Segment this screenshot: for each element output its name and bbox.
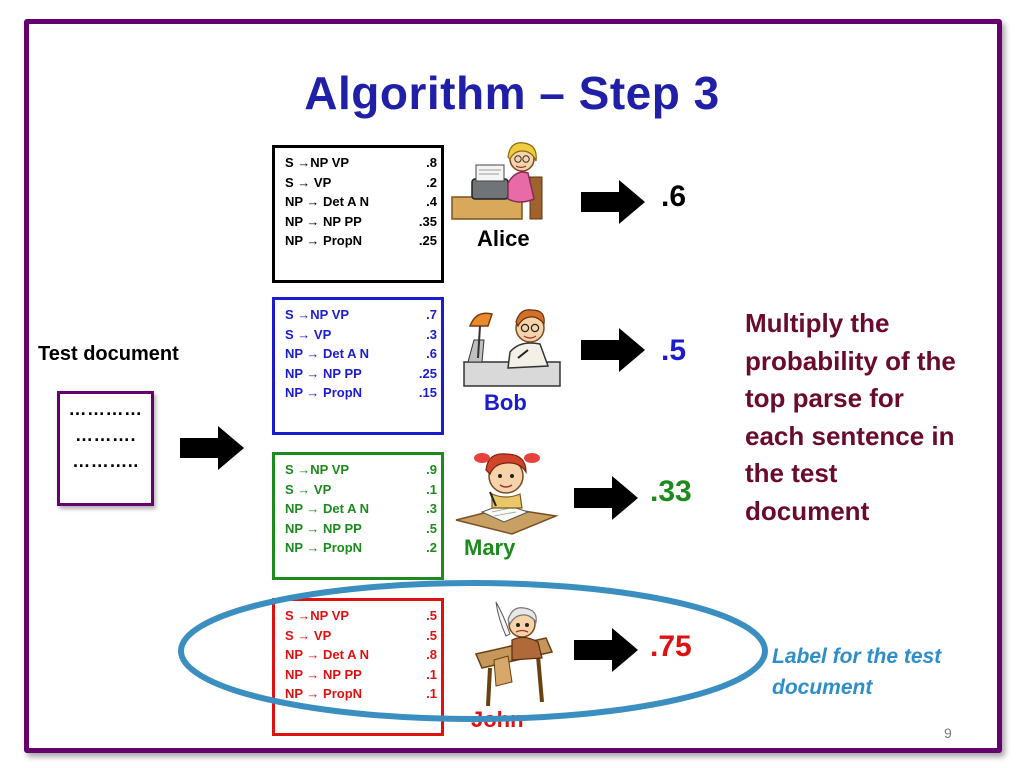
test-document-box: ………… ………. ……….. [57,391,154,506]
rule-lhs: NP → NP PP [285,666,362,682]
rule-prob: .25 [418,365,437,381]
label-note: Label for the test document [772,645,942,699]
rule-row: S →NP VP .8 [285,153,441,173]
rule-lhs: NP → PropN [285,385,363,400]
writer-man-lamp-icon [463,309,561,387]
rule-lhs: S →NP VP [285,608,350,623]
rule-row: S → VP .2 [285,173,441,193]
rule-lhs: NP → Det A N [285,647,370,662]
rule-row: S →NP VP .7 [285,305,441,325]
rule-row: NP → Det A N .6 [285,344,441,364]
slide-title: Algorithm – Step 3 [304,67,720,119]
rule-prob: .3 [426,326,437,342]
rule-prob: .3 [426,501,437,516]
rule-prob: .1 [426,481,437,497]
rule-row: S → VP .1 [285,480,441,500]
person-name-bob: Bob [484,390,527,415]
rule-row: NP → NP PP .25 [285,364,441,384]
rule-lhs: NP → NP PP [285,520,362,536]
rule-prob: .2 [426,174,437,190]
score-john: .75 [650,630,692,663]
person-name-alice: Alice [477,226,530,251]
typist-woman-icon [451,142,543,220]
doc-line: ………. [74,425,136,445]
person-name-mary: Mary [464,535,516,560]
rule-prob: .5 [426,627,437,643]
rule-lhs: NP → PropN [285,540,363,555]
rule-row: S → VP .3 [285,325,441,345]
rule-lhs: S →NP VP [285,155,350,170]
rule-lhs: NP → NP PP [285,213,362,229]
rule-row: NP → NP PP .35 [285,212,441,232]
doc-line: ……….. [72,451,139,471]
grammar-box-alice: S →NP VP .8 S → VP .2 NP → Det A N .4 NP → … [272,145,444,283]
rule-lhs: S → VP [285,326,332,342]
rule-lhs: NP → Det A N [285,346,370,361]
rule-prob: .4 [426,194,437,209]
score-alice: .6 [661,180,687,213]
rule-row: S → VP .5 [285,626,441,646]
rule-prob: .2 [426,540,437,555]
test-document-label: Test document [38,343,179,365]
rule-row: S →NP VP .5 [285,606,441,626]
child-writing-icon [455,453,559,535]
rule-lhs: NP → PropN [285,686,363,701]
rule-lhs: NP → NP PP [285,365,362,381]
scribe-quill-icon [474,601,554,707]
block-arrow-right-icon [574,628,638,672]
rule-lhs: S →NP VP [285,307,350,322]
grammar-box-mary: S →NP VP .9 S → VP .1 NP → Det A N .3 NP → … [272,452,444,580]
page-number: 9 [944,725,952,741]
multiply-note: Multiply the probability of the top pars… [745,308,956,526]
rule-lhs: NP → PropN [285,233,363,248]
block-arrow-right-icon [581,328,645,372]
rule-prob: .1 [426,686,437,701]
rule-row: NP → PropN .2 [285,538,441,558]
doc-line: ………… [68,399,143,419]
rule-row: NP → NP PP .5 [285,519,441,539]
block-arrow-right-icon [581,180,645,224]
rule-lhs: S → VP [285,627,332,643]
rule-prob: .9 [426,462,437,477]
rule-lhs: S → VP [285,174,332,190]
rule-row: NP → Det A N .3 [285,499,441,519]
rule-lhs: S → VP [285,481,332,497]
rule-prob: .25 [418,233,437,248]
rule-row: NP → NP PP .1 [285,665,441,685]
rule-row: S →NP VP .9 [285,460,441,480]
rule-row: NP → Det A N .8 [285,645,441,665]
rule-prob: .1 [426,666,437,682]
rule-row: NP → PropN .25 [285,231,441,251]
rule-row: NP → Det A N .4 [285,192,441,212]
highlight-ellipse [178,580,768,722]
rule-row: NP → PropN .1 [285,684,441,704]
rule-lhs: S →NP VP [285,462,350,477]
rule-prob: .7 [426,307,437,322]
rule-row: NP → PropN .15 [285,383,441,403]
rule-prob: .15 [418,385,437,400]
rule-prob: .8 [426,647,437,662]
rule-prob: .5 [426,520,437,536]
grammar-box-bob: S →NP VP .7 S → VP .3 NP → Det A N .6 NP → … [272,297,444,435]
rule-lhs: NP → Det A N [285,501,370,516]
rule-prob: .8 [426,155,437,170]
rule-lhs: NP → Det A N [285,194,370,209]
score-bob: .5 [661,334,687,367]
block-arrow-right-icon [574,476,638,520]
block-arrow-right-icon [180,426,244,470]
score-mary: .33 [650,475,692,508]
rule-prob: .35 [418,213,437,229]
rule-prob: .6 [426,346,437,361]
rule-prob: .5 [426,608,437,623]
